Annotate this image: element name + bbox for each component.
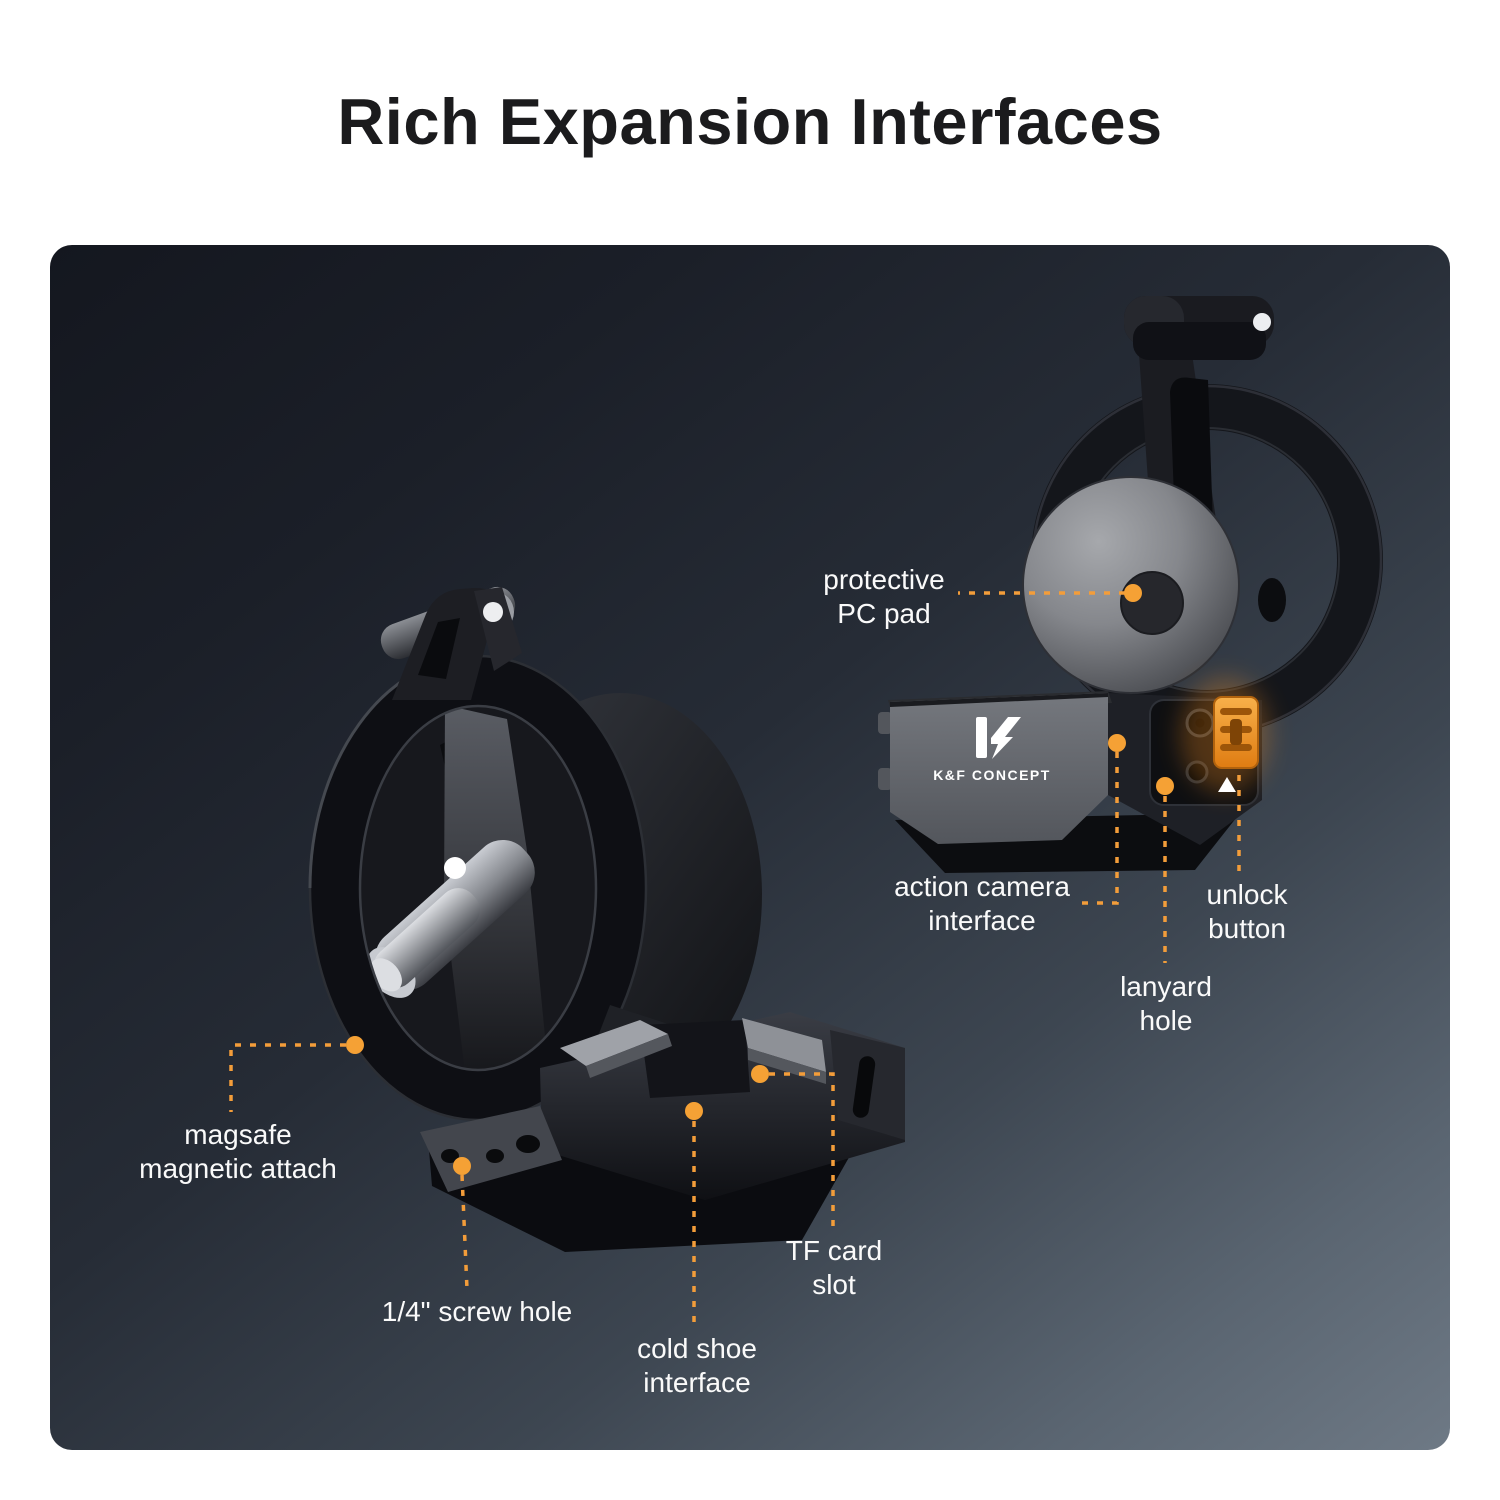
callout-leaders bbox=[229, 591, 1241, 1325]
callout-line: TF card bbox=[785, 1235, 883, 1266]
callout-line: 1/4" screw hole bbox=[381, 1296, 573, 1327]
callout-line: interface bbox=[643, 1367, 751, 1398]
dot-quarter-screw bbox=[453, 1157, 471, 1175]
folding-hinge bbox=[380, 586, 522, 700]
callout-action-camera-interface: action camera interface bbox=[894, 870, 1070, 938]
dot-action-camera bbox=[1108, 734, 1126, 752]
dot-cold-shoe bbox=[685, 1102, 703, 1120]
hinge-pin-highlight bbox=[1253, 313, 1271, 331]
callout-cold-shoe-interface: cold shoe interface bbox=[637, 1332, 757, 1400]
callout-tf-card-slot: TF card slot bbox=[786, 1234, 882, 1302]
left-mount-illustration bbox=[308, 586, 905, 1252]
module-front-face bbox=[890, 693, 1108, 844]
page-title: Rich Expansion Interfaces bbox=[337, 85, 1163, 158]
product-illustration: K&F CONCEPT bbox=[229, 296, 1383, 1325]
unlock-button-graphic bbox=[1213, 696, 1259, 769]
leader-magsafe bbox=[229, 1043, 346, 1112]
alignment-triangle-icon bbox=[1218, 777, 1236, 792]
kf-logo-icon bbox=[976, 717, 1021, 759]
leader-quarter-screw bbox=[460, 1174, 469, 1290]
callout-line: PC pad bbox=[837, 598, 931, 629]
callout-line: button bbox=[1208, 913, 1286, 944]
callout-quarter-screw-hole: 1/4" screw hole bbox=[382, 1295, 572, 1329]
dot-pc-pad bbox=[1124, 584, 1142, 602]
quarter-screw-hole-graphic bbox=[486, 1149, 504, 1163]
hinge-pin-highlight bbox=[483, 602, 503, 622]
callout-unlock-button: unlock button bbox=[1207, 878, 1288, 946]
callout-line: magnetic attach bbox=[139, 1153, 337, 1184]
callout-line: action camera bbox=[894, 871, 1070, 902]
expansion-module: K&F CONCEPT bbox=[878, 677, 1270, 845]
callout-line: slot bbox=[812, 1269, 856, 1300]
callout-lanyard-hole: lanyard hole bbox=[1120, 970, 1212, 1038]
callout-dots bbox=[346, 584, 1174, 1175]
kf-brand-text: K&F CONCEPT bbox=[933, 767, 1051, 783]
dot-lanyard bbox=[1156, 777, 1174, 795]
right-mount-illustration: K&F CONCEPT bbox=[878, 296, 1383, 873]
dot-magsafe bbox=[346, 1036, 364, 1054]
callout-line: unlock bbox=[1206, 879, 1288, 910]
pc-pad-graphic bbox=[1120, 571, 1184, 635]
callout-magsafe: magsafe magnetic attach bbox=[139, 1118, 337, 1186]
cold-shoe-base bbox=[420, 1012, 905, 1252]
callout-line: cold shoe bbox=[637, 1333, 757, 1364]
callout-protective-pc-pad: protective PC pad bbox=[823, 563, 944, 631]
callout-line: hole bbox=[1139, 1005, 1193, 1036]
tf-card-slot-graphic bbox=[852, 1056, 876, 1118]
callout-line: interface bbox=[928, 905, 1036, 936]
callout-line: protective bbox=[823, 564, 945, 595]
callout-line: lanyard bbox=[1120, 971, 1212, 1002]
leader-action-camera bbox=[1080, 752, 1119, 905]
pin-highlight bbox=[444, 857, 466, 879]
product-panel: K&F CONCEPT bbox=[50, 245, 1450, 1450]
dot-tf-card bbox=[751, 1065, 769, 1083]
leader-tf-card bbox=[769, 1072, 835, 1228]
callout-line: magsafe bbox=[184, 1119, 292, 1150]
